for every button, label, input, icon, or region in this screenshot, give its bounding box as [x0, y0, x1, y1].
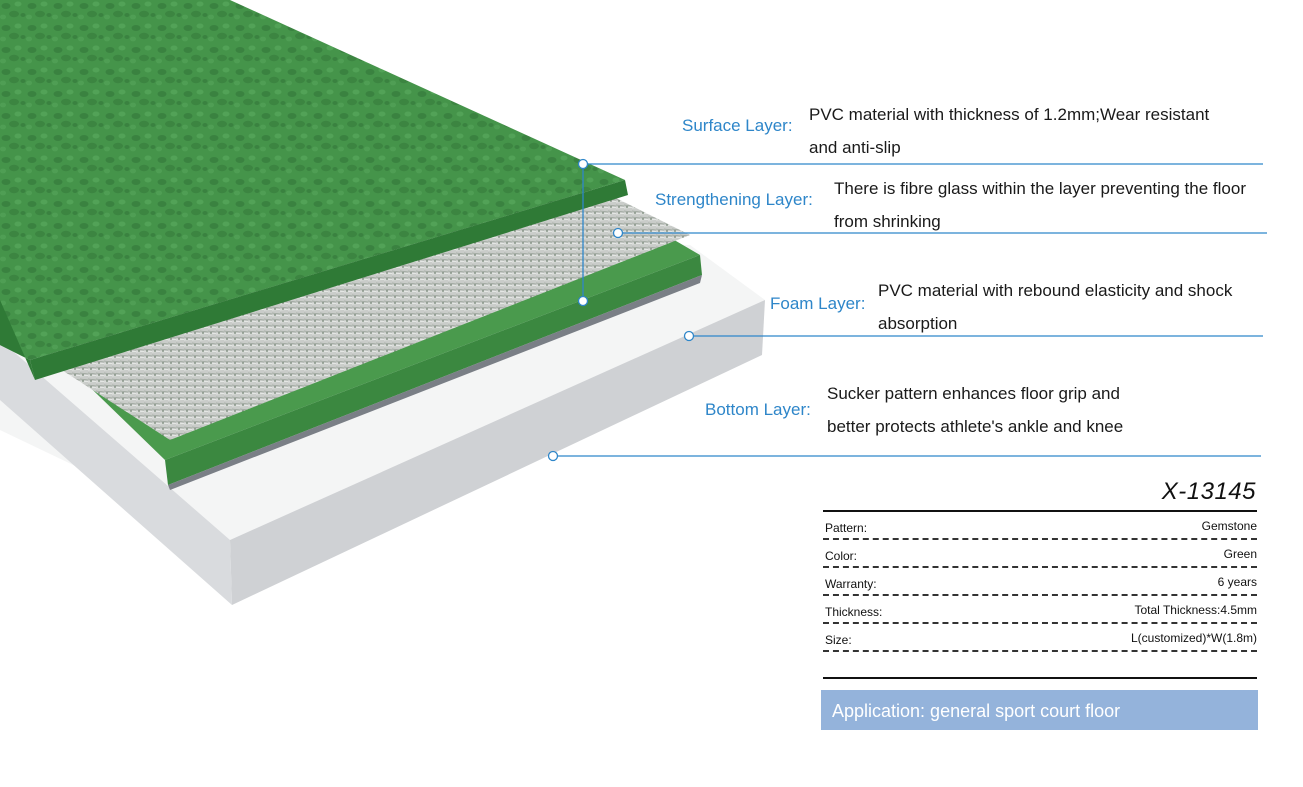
spec-value: L(customized)*W(1.8m) [1130, 631, 1257, 645]
spec-bottom-rule [823, 677, 1257, 679]
surface-layer-name: Surface Layer: [682, 116, 793, 135]
bottom-layer-side [0, 340, 232, 605]
spec-key: Thickness: [825, 605, 883, 619]
surface-layer-side [0, 300, 35, 380]
spec-key: Pattern: [825, 521, 868, 535]
spec-value: 6 years [1217, 575, 1257, 589]
spec-table: Pattern: Gemstone Color: Green Warranty:… [823, 510, 1257, 652]
surface-layer-front [30, 180, 628, 380]
surface-marker [577, 158, 589, 170]
strengthening-layer-description: There is fibre glass within the layer pr… [834, 172, 1246, 238]
model-number: X-13145 [1161, 478, 1256, 505]
foam-layer-description: PVC material with rebound elasticity and… [878, 274, 1232, 340]
spec-row-color: Color: Green [823, 540, 1257, 568]
spec-row-pattern: Pattern: Gemstone [823, 512, 1257, 540]
foam-desc-line-1: PVC material with rebound elasticity and… [878, 281, 1233, 300]
spec-key: Size: [825, 633, 852, 647]
foam-marker [683, 330, 695, 342]
strengthening-desc-line-2: from shrinking [834, 212, 941, 231]
spec-value: Gemstone [1201, 519, 1257, 533]
foam-layer-shadow [168, 275, 702, 490]
bottom-layer-description: Sucker pattern enhances floor grip and b… [827, 377, 1123, 443]
spec-row-warranty: Warranty: 6 years [823, 568, 1257, 596]
surface-layer-top [0, 0, 625, 360]
bottom-desc-line-1: Sucker pattern enhances floor grip and [827, 384, 1120, 403]
strengthening-marker [612, 227, 624, 239]
strengthening-layer-name: Strengthening Layer: [655, 190, 813, 209]
surface-desc-line-1: PVC material with thickness of 1.2mm;Wea… [809, 105, 1210, 124]
surface-marker-lower [577, 295, 589, 307]
foam-desc-line-2: absorption [878, 314, 958, 333]
foam-layer-front [165, 255, 702, 485]
strengthening-desc-line-1: There is fibre glass within the layer pr… [834, 179, 1246, 198]
bottom-desc-line-2: better protects athlete's ankle and knee [827, 417, 1124, 436]
bottom-marker [547, 450, 559, 462]
surface-desc-line-2: and anti-slip [809, 138, 901, 157]
spec-key: Color: [825, 549, 858, 563]
surface-layer-description: PVC material with thickness of 1.2mm;Wea… [809, 98, 1209, 164]
foam-layer-name: Foam Layer: [770, 294, 866, 313]
spec-row-thickness: Thickness: Total Thickness:4.5mm [823, 596, 1257, 624]
spec-value: Total Thickness:4.5mm [1134, 603, 1258, 617]
bottom-layer-name: Bottom Layer: [705, 400, 811, 419]
spec-row-size: Size: L(customized)*W(1.8m) [823, 624, 1257, 652]
bottom-layer-front [230, 300, 765, 605]
application-bar: Application: general sport court floor [821, 690, 1258, 730]
spec-key: Warranty: [825, 577, 877, 591]
spec-value: Green [1223, 547, 1257, 561]
